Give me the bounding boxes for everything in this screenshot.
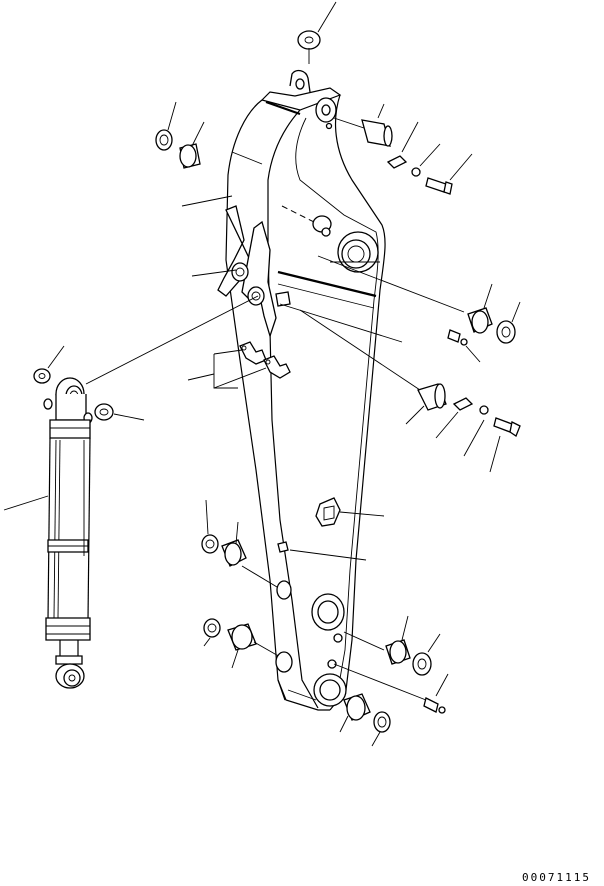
leader-line <box>181 195 233 207</box>
pin-location-leader <box>281 205 323 227</box>
leader-line <box>317 255 465 313</box>
bottom-bushing-left <box>227 623 257 669</box>
leader-line <box>213 367 267 389</box>
lower-ring-right <box>412 633 441 676</box>
top-bracket <box>289 69 337 130</box>
grease-nipple <box>277 541 367 561</box>
top-left-ring <box>155 101 177 151</box>
leader-line <box>241 565 283 591</box>
hydraulic-cylinder <box>43 377 93 689</box>
mid-plate <box>435 397 474 439</box>
cylinder-bracket <box>217 205 277 339</box>
top-washer <box>297 1 337 64</box>
top-right-pin <box>333 103 393 147</box>
leader-line <box>279 303 403 343</box>
leader-line <box>299 309 421 391</box>
top-right-bolt <box>425 153 473 195</box>
lower-bushing-right <box>385 615 411 665</box>
mid-pin <box>405 383 447 425</box>
mid-washer <box>463 405 489 457</box>
cylinder-washer-upper <box>33 345 65 384</box>
bottom-bushing-right <box>339 693 371 733</box>
bottom-end-boss <box>275 651 293 673</box>
boss-bushing <box>467 283 493 334</box>
leader-line <box>213 349 243 355</box>
bottom-ring-left <box>203 618 221 647</box>
leader-line <box>85 295 259 385</box>
lower-ring-left <box>201 499 219 554</box>
bucket-end-boss-lower <box>313 659 347 707</box>
hose-clamp-lower <box>263 355 291 379</box>
bracket-bolt <box>275 291 291 307</box>
cylinder-washer-lower <box>94 403 145 421</box>
mid-bolt <box>489 417 521 473</box>
boss-ring <box>496 301 521 344</box>
drawing-code: 00071115 <box>522 871 591 884</box>
leader-bracket <box>213 354 238 389</box>
top-left-bushing <box>179 121 205 169</box>
lower-bushing-left <box>221 521 247 567</box>
lower-grease-fitting <box>423 673 449 714</box>
bucket-end-boss-upper <box>311 593 345 643</box>
leader-line <box>191 269 237 277</box>
leader-line <box>3 495 49 511</box>
side-boss <box>312 215 332 237</box>
leader-line <box>333 663 427 701</box>
leader-line <box>187 373 215 381</box>
arm-body <box>225 87 386 711</box>
hose-clamp-upper <box>239 341 267 365</box>
grease-fitting <box>447 329 481 363</box>
arm-cover <box>315 497 385 527</box>
top-right-plate <box>386 121 419 169</box>
top-right-washer <box>411 143 441 177</box>
arm-boss-mid <box>276 580 292 600</box>
bottom-ring-right <box>371 711 391 747</box>
leader-line <box>343 631 385 651</box>
